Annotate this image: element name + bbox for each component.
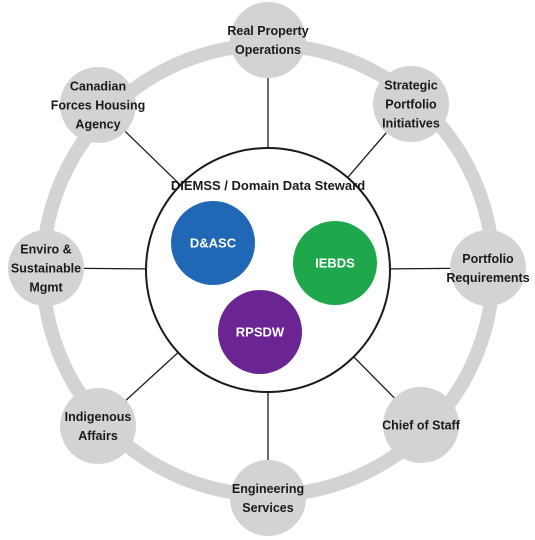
node-label-portfolio-requirements-line-1: Portfolio — [462, 252, 514, 266]
iebds-bubble — [293, 221, 377, 305]
d-asc-bubble — [171, 201, 255, 285]
outer-nodes: Real PropertyOperationsStrategicPortfoli… — [8, 2, 530, 536]
node-circle-engineering-services — [230, 460, 306, 536]
rpsdw-bubble-label: RPSDW — [236, 325, 285, 340]
node-label-indigenous-affairs-line-2: Affairs — [78, 429, 118, 443]
spoke-enviro-sustainable-mgmt — [83, 267, 147, 270]
spoke-portfolio-requirements — [389, 267, 451, 270]
node-label-strategic-portfolio-initiatives-line-3: Initiatives — [382, 117, 440, 131]
iebds-bubble-label: IEBDS — [315, 256, 355, 271]
node-label-chief-of-staff-line-1: Chief of Staff — [382, 419, 461, 433]
node-label-strategic-portfolio-initiatives-line-2: Portfolio — [385, 98, 437, 112]
spoke-chief-of-staff — [353, 356, 395, 399]
spoke-indigenous-affairs — [125, 352, 179, 401]
node-label-portfolio-requirements-line-2: Requirements — [446, 271, 529, 285]
node-label-enviro-sustainable-mgmt-line-1: Enviro & — [20, 243, 71, 257]
node-label-real-property-operations-line-1: Real Property — [227, 24, 308, 38]
node-circle-chief-of-staff — [383, 387, 459, 463]
node-label-real-property-operations-line-2: Operations — [235, 43, 301, 57]
node-label-indigenous-affairs-line-1: Indigenous — [65, 410, 132, 424]
node-label-canadian-forces-housing-agency-line-1: Canadian — [70, 80, 126, 94]
node-circle-canadian-forces-housing-agency — [60, 67, 136, 143]
node-label-canadian-forces-housing-agency-line-2: Forces Housing — [51, 99, 145, 113]
node-circle-real-property-operations — [230, 2, 306, 78]
node-label-enviro-sustainable-mgmt-line-2: Sustainable — [11, 262, 81, 276]
node-label-enviro-sustainable-mgmt-line-3: Mgmt — [29, 281, 63, 295]
node-label-strategic-portfolio-initiatives-line-1: Strategic — [384, 79, 438, 93]
node-chief-of-staff: Chief of Staff — [382, 387, 461, 463]
center-bubbles: D&ASC IEBDS RPSDW — [171, 201, 377, 374]
node-label-engineering-services-line-1: Engineering — [232, 482, 304, 496]
node-circle-strategic-portfolio-initiatives — [373, 66, 449, 142]
d-asc-bubble-label: D&ASC — [190, 236, 237, 251]
node-circle-portfolio-requirements — [450, 230, 526, 306]
node-circle-enviro-sustainable-mgmt — [8, 230, 84, 306]
node-label-canadian-forces-housing-agency-line-3: Agency — [75, 118, 120, 132]
node-label-engineering-services-line-2: Services — [242, 501, 293, 515]
spoke-canadian-forces-housing-agency — [124, 130, 181, 186]
spoke-strategic-portfolio-initiatives — [347, 132, 387, 178]
spokes-group — [83, 78, 451, 460]
center-title: DIEMSS / Domain Data Steward — [171, 178, 365, 193]
rpsdw-bubble — [218, 290, 302, 374]
node-circle-indigenous-affairs — [60, 388, 136, 464]
